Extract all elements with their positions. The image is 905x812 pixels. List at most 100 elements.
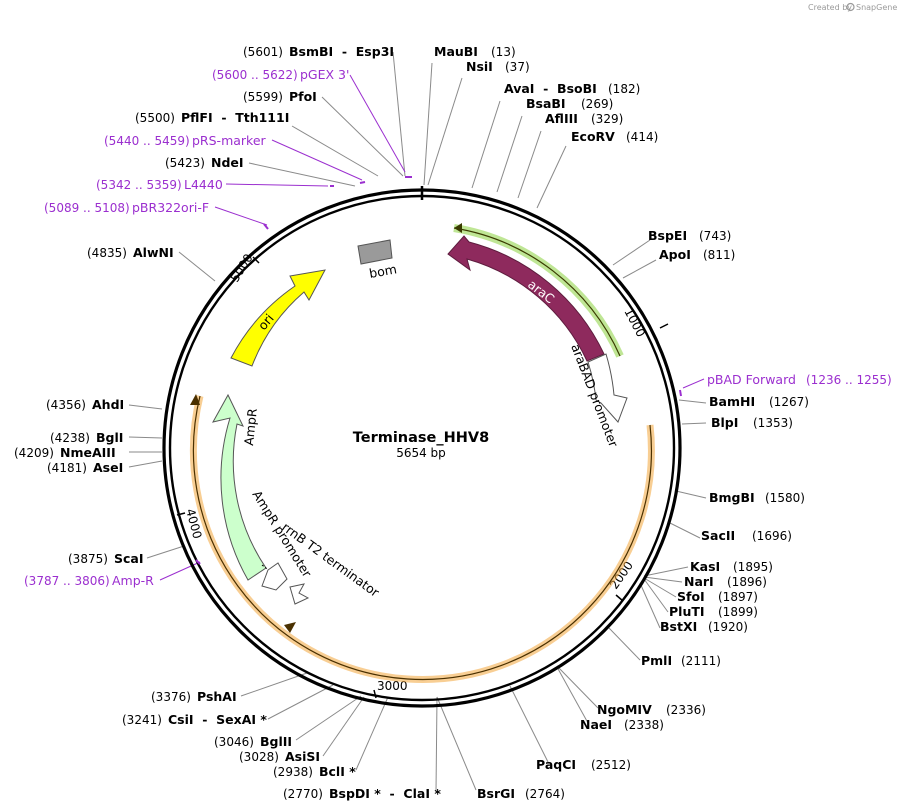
enzyme-label-ngomiv[interactable]: NgoMIV(2336): [597, 702, 706, 717]
bom-label: bom: [368, 261, 398, 281]
svg-text:NsiI: NsiI: [466, 59, 493, 74]
svg-text:(1267): (1267): [769, 395, 809, 409]
svg-text:EcoRV: EcoRV: [571, 129, 615, 144]
svg-text:MauBI: MauBI: [434, 44, 478, 59]
svg-text:AsiSI: AsiSI: [285, 749, 320, 764]
enzyme-label-bcli[interactable]: (2938) BclI *: [273, 764, 356, 779]
svg-text:(3787 .. 3806): (3787 .. 3806): [24, 574, 110, 588]
svg-text:BspDI * - ClaI *: BspDI * - ClaI *: [329, 786, 441, 801]
feature-arac: araC: [447, 223, 624, 362]
svg-text:(5089 .. 5108): (5089 .. 5108): [44, 201, 130, 215]
feature-ori: ori: [230, 269, 326, 367]
svg-text:(2938): (2938): [273, 765, 313, 779]
primer-label-prs-marker[interactable]: (5440 .. 5459)pRS-marker: [104, 133, 267, 148]
primer-label-pgex3[interactable]: (5600 .. 5622)pGEX 3': [212, 67, 349, 82]
ampr-label: AmpR: [241, 407, 260, 446]
enzyme-label-ahdi[interactable]: (4356) AhdI: [46, 397, 124, 412]
svg-text:AlwNI: AlwNI: [133, 245, 174, 260]
enzyme-label-pluti[interactable]: PluTI(1899): [669, 604, 758, 619]
svg-text:(2764): (2764): [525, 787, 565, 801]
enzyme-label-pmli[interactable]: PmlI(2111): [641, 653, 721, 668]
enzyme-label-apoi[interactable]: ApoI(811): [659, 247, 735, 262]
svg-text:PflFI - Tth111I: PflFI - Tth111I: [181, 110, 289, 125]
svg-text:BglII: BglII: [260, 734, 292, 749]
enzyme-label-avai-bsobi[interactable]: AvaI - BsoBI(182): [504, 81, 640, 96]
enzyme-label-bmgbi[interactable]: BmgBI (1580): [709, 490, 805, 505]
enzyme-label-naei[interactable]: NaeI(2338): [580, 717, 664, 732]
enzyme-label-bgli[interactable]: (4238)BglI: [50, 430, 123, 445]
svg-text:(1236 .. 1255): (1236 .. 1255): [806, 373, 892, 387]
enzyme-label-bsmbi-esp3i[interactable]: (5601)BsmBI - Esp3I: [243, 44, 394, 59]
svg-text:BspEI: BspEI: [648, 228, 687, 243]
enzyme-label-sacii[interactable]: SacII(1696): [701, 528, 792, 543]
plasmid-size: 5654 bp: [396, 446, 446, 460]
enzyme-label-pshai[interactable]: (3376)PshAI: [151, 689, 237, 704]
svg-text:BmgBI: BmgBI: [709, 490, 755, 505]
svg-text:(5500): (5500): [135, 111, 175, 125]
enzyme-label-bglii[interactable]: (3046)BglII: [214, 734, 292, 749]
enzyme-label-nsii[interactable]: NsiI (37): [466, 59, 530, 74]
enzyme-labels-left: (5601)BsmBI - Esp3I (5599)PfoI (5500) Pfl…: [14, 44, 441, 801]
created-by-text: Created by: [808, 3, 852, 12]
svg-text:(5342 .. 5359): (5342 .. 5359): [96, 178, 182, 192]
enzyme-label-bsrgi[interactable]: BsrGI (2764): [477, 786, 565, 801]
enzyme-label-scai[interactable]: (3875) ScaI: [68, 551, 144, 566]
enzyme-label-blpi[interactable]: BlpI(1353): [711, 415, 793, 430]
primer-label-pbad-forward[interactable]: pBAD Forward(1236 .. 1255): [707, 372, 892, 387]
svg-text:(1580): (1580): [765, 491, 805, 505]
svg-text:BsmBI - Esp3I: BsmBI - Esp3I: [289, 44, 394, 59]
svg-text:(269): (269): [581, 97, 613, 111]
primer-mark-pbr322ori-f: [263, 223, 269, 230]
primer-label-amp-r[interactable]: (3787 .. 3806)Amp-R: [24, 573, 154, 588]
enzyme-label-bamhi[interactable]: BamHI(1267): [709, 394, 809, 409]
primer-label-pbr322ori-f[interactable]: (5089 .. 5108)pBR322ori-F: [44, 200, 209, 215]
enzyme-label-bspei[interactable]: BspEI(743): [648, 228, 731, 243]
tick-label-3000: 3000: [377, 679, 408, 693]
enzyme-label-bsabi[interactable]: BsaBI(269): [526, 96, 613, 111]
enzyme-label-csii-sexai[interactable]: (3241)CsiI - SexAI *: [122, 712, 267, 727]
primer-mark-prs-marker: [359, 181, 366, 184]
enzyme-label-nari[interactable]: NarI(1896): [684, 574, 767, 589]
svg-text:(3875): (3875): [68, 552, 108, 566]
svg-text:ScaI: ScaI: [114, 551, 144, 566]
enzyme-label-sfoi[interactable]: SfoI(1897): [677, 589, 758, 604]
svg-text:BsrGI: BsrGI: [477, 786, 515, 801]
enzyme-label-paqci[interactable]: PaqCI(2512): [536, 757, 631, 772]
svg-text:PmlI: PmlI: [641, 653, 672, 668]
svg-text:(811): (811): [703, 248, 735, 262]
enzyme-label-bstxi[interactable]: BstXI(1920): [660, 619, 748, 634]
svg-text:(1899): (1899): [718, 605, 758, 619]
plasmid-title-block: Terminase_HHV8 5654 bp: [353, 430, 489, 460]
enzyme-label-nmeaiii[interactable]: (4209) NmeAIII: [14, 445, 116, 460]
svg-text:(4209): (4209): [14, 446, 54, 460]
enzyme-label-kasi[interactable]: KasI(1895): [690, 559, 773, 574]
svg-text:(3376): (3376): [151, 690, 191, 704]
enzyme-label-asei[interactable]: (4181)AseI: [47, 460, 123, 475]
svg-text:(37): (37): [505, 60, 530, 74]
snapgene-branding: Created by SnapGene: [808, 2, 897, 12]
svg-text:(4356): (4356): [46, 398, 86, 412]
svg-text:AhdI: AhdI: [92, 397, 124, 412]
enzyme-label-bspdi-clai[interactable]: (2770)BspDI * - ClaI *: [283, 786, 441, 801]
svg-text:PaqCI: PaqCI: [536, 757, 576, 772]
primer-label-l4440[interactable]: (5342 .. 5359)L4440: [96, 177, 223, 192]
svg-text:BlpI: BlpI: [711, 415, 738, 430]
svg-text:BclI *: BclI *: [319, 764, 356, 779]
svg-text:(1696): (1696): [752, 529, 792, 543]
enzyme-label-ecorv[interactable]: EcoRV (414): [571, 129, 658, 144]
primer-mark-amp-r: [195, 559, 201, 565]
enzyme-label-alwni[interactable]: (4835)AlwNI: [87, 245, 174, 260]
svg-text:NgoMIV: NgoMIV: [597, 702, 652, 717]
svg-text:(5599): (5599): [243, 90, 283, 104]
enzyme-label-pfoi[interactable]: (5599)PfoI: [243, 89, 317, 104]
tick-label-5000: 5000: [228, 251, 256, 284]
enzyme-label-maubi[interactable]: MauBI(13): [434, 44, 516, 59]
enzyme-label-ndei[interactable]: (5423)NdeI: [165, 155, 244, 170]
svg-text:(414): (414): [626, 130, 658, 144]
svg-text:(5440 .. 5459): (5440 .. 5459): [104, 134, 190, 148]
enzyme-label-asisi[interactable]: (3028)AsiSI: [239, 749, 320, 764]
enzyme-label-afliii[interactable]: AflIII(329): [545, 111, 623, 126]
enzyme-label-pflfi-tth111i[interactable]: (5500) PflFI - Tth111I: [135, 110, 289, 125]
svg-text:NmeAIII: NmeAIII: [60, 445, 116, 460]
